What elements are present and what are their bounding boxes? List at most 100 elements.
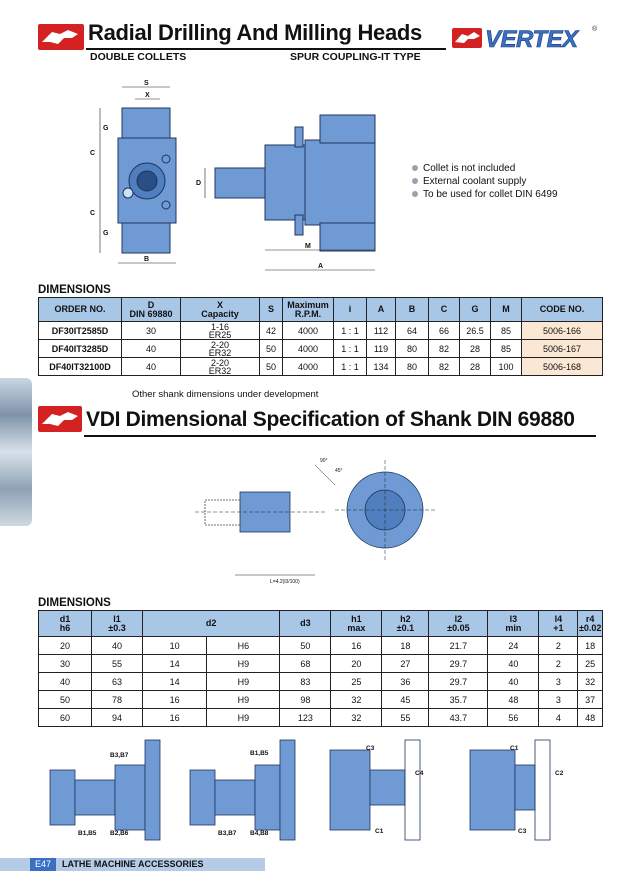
eagle-logo-2 [38,406,82,432]
th-b: B [395,297,429,322]
th-l1: l1 ±0.3 [91,610,143,637]
dimension-lines-2 [195,460,435,576]
eagle-icon [42,412,78,426]
footer-text: LATHE MACHINE ACCESSORIES [62,859,204,869]
page-title: Radial Drilling And Milling Heads [88,20,422,45]
drilling-head-drawing: S X G C C G B D M A [90,80,376,271]
dimensions-heading-1: DIMENSIONS [38,284,111,296]
label-b3b7-a: B3,B7 [110,752,129,759]
side-view [214,114,376,252]
subtitle-right: SPUR COUPLING-IT TYPE [290,51,421,63]
label-c3-a: C3 [366,745,375,752]
label-c1-a: C1 [375,828,384,835]
th-c: C [428,297,460,322]
vertex-logo-mark [452,28,482,48]
label-b3b7-b: B3,B7 [218,830,237,837]
label-g-bottom: G [103,230,109,237]
diagram2-labels: L=4.2(l3/100) 90° 45° [270,458,343,585]
eagle-icon [42,30,78,44]
label-a: A [318,263,323,270]
label-c1-b: C1 [510,745,519,752]
label-angle-90: 90° [320,458,328,464]
label-c4: C4 [415,770,424,777]
bullet-icon [412,165,418,172]
label-b4b8: B4,B8 [250,830,269,837]
feature-list: Collet is not included External coolant … [412,162,558,201]
th-d: D DIN 69880 [121,297,181,322]
mount-3 [329,739,421,841]
label-b2b6: B2,B6 [110,830,129,837]
feature-item: Collet is not included [412,162,558,175]
label-c2: C2 [555,770,564,777]
label-d: D [196,180,201,187]
th-x: X Capacity [180,297,260,322]
label-m: M [305,243,311,250]
eagle-logo [38,24,84,50]
th-m: M [490,297,522,322]
th-d3: d3 [279,610,332,637]
side-photo-strip [0,378,32,526]
th-l4: l4 +1 [538,610,579,637]
table1-header-row: ORDER NO. D DIN 69880 X Capacity S Maxim… [38,297,603,322]
th-h2: h2 ±0.1 [381,610,430,637]
section-title-underline [84,435,596,437]
th-d2: d2 [141,610,281,637]
feature-item: External coolant supply [412,175,558,188]
front-view [117,107,177,254]
page-number: E47 [30,858,56,871]
diagram1-labels: S X G C C G B D M A [90,80,323,270]
label-length: L=4.2(l3/100) [270,579,300,585]
label-b1b5-a: B1,B5 [250,750,269,757]
eagle-small-icon [455,32,480,43]
th-s: S [259,297,283,322]
mount-4 [469,739,551,841]
th-l2: l2 ±0.05 [428,610,489,637]
th-h1: h1 max [330,610,383,637]
mount-1 [49,739,161,841]
mount-2 [189,739,296,841]
dimensions-heading-2: DIMENSIONS [38,597,111,609]
dimension-lines [99,86,375,271]
bullet-icon [412,178,418,185]
th-d1: d1 h6 [38,610,92,637]
subtitle-left: DOUBLE COLLETS [90,51,187,63]
vdi-shank-drawing: L=4.2(l3/100) 90° 45° [195,458,435,585]
th-code-no: CODE NO. [521,297,603,322]
th-order-no: ORDER NO. [38,297,122,322]
feature-item: To be used for collet DIN 6499 [412,188,558,201]
th-i: i [333,297,367,322]
label-b1b5-b: B1,B5 [78,830,97,837]
label-s: S [144,80,149,87]
label-b: B [144,256,149,263]
title-underline [86,48,446,50]
mounting-positions-drawing: B3,B7 B1,B5 B2,B6 B1,B5 B3,B7 B4,B8 C3 C… [49,739,564,841]
development-note: Other shank dimensions under development [132,389,319,400]
label-c3-b: C3 [518,828,527,835]
section-title: VDI Dimensional Specification of Shank D… [86,408,575,431]
th-l3: l3 min [487,610,540,637]
diagram3-labels: B3,B7 B1,B5 B2,B6 B1,B5 B3,B7 B4,B8 C3 C… [78,745,564,837]
brand-registered: ® [592,26,598,33]
table2-header-row: d1 h6 l1 ±0.3 d2 d3 h1 max h2 ±0.1 l2 ±0… [38,610,603,637]
bullet-icon [412,191,418,198]
brand-logo: VERTEX [485,26,579,54]
th-g: G [459,297,491,322]
footer-bar [0,858,265,871]
th-r4: r4 ±0.02 [577,610,603,637]
th-a: A [366,297,396,322]
dimensions-table-2: d1 h6 l1 ±0.3 d2 d3 h1 max h2 ±0.1 l2 ±0… [38,610,603,727]
label-c-bottom: C [90,210,95,217]
dimensions-table-1: ORDER NO. D DIN 69880 X Capacity S Maxim… [38,297,603,376]
label-c-top: C [90,150,95,157]
th-rpm: Maximum R.P.M. [282,297,334,322]
label-x: X [145,92,150,99]
label-angle-45: 45° [335,468,343,474]
